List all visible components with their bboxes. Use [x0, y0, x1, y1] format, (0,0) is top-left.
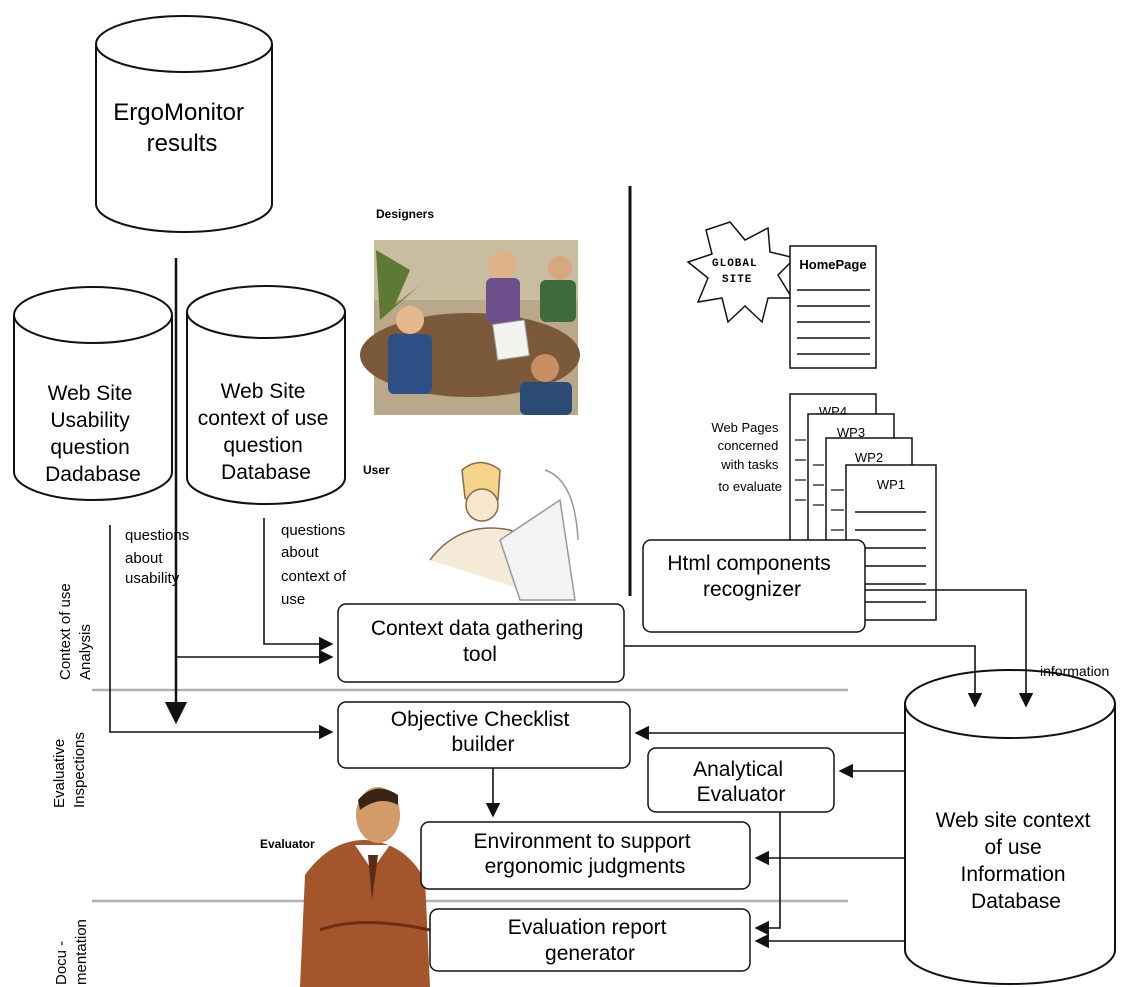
- svg-text:WP3: WP3: [837, 425, 865, 440]
- questions-about-usability-label: questions about usability: [125, 527, 193, 587]
- user-label: User: [363, 463, 390, 477]
- homepage-label: HomePage: [799, 257, 866, 272]
- designers-illustration: [360, 240, 580, 415]
- svg-text:WP2: WP2: [855, 450, 883, 465]
- svg-text:Environment to support e: Environment to support ergonomic judgmen…: [474, 830, 697, 878]
- recognizer-to-infodb-arrow: [865, 589, 1034, 708]
- ergomonitor-label: ErgoMonitor results: [113, 99, 250, 157]
- user-illustration: [429, 461, 579, 601]
- context-question-database: Web Site context of use question Databas…: [186, 285, 346, 505]
- svg-text:Context data gathering t: Context data gathering tool: [371, 617, 589, 666]
- questions-about-context-label: questions about context of use: [281, 522, 350, 608]
- designers-label: Designers: [376, 207, 434, 221]
- usability-question-database: Web Site Usability question Dadabase: [13, 286, 173, 501]
- svg-text:WP1: WP1: [877, 477, 905, 492]
- web-pages-stack: WP4 WP3 WP2 WP1: [789, 393, 937, 621]
- info-database-label: Web site context of use Information Data…: [936, 809, 1097, 913]
- html-components-recognizer-box: Html components recognizer: [642, 539, 866, 633]
- analytical-evaluator-box: Analytical Evaluator: [647, 747, 835, 813]
- usability-to-checklist-arrow: [109, 525, 334, 740]
- usability-database-label: Web Site Usability question Dadabase: [45, 382, 141, 486]
- context-data-gathering-tool-box: Context data gathering tool: [337, 603, 625, 683]
- svg-text:Html components recogniz: Html components recognizer: [667, 552, 836, 601]
- context-db-to-tool-arrow: [263, 518, 334, 652]
- phase-evaluative-inspections-label: Evaluative Inspections: [51, 732, 88, 808]
- tool-to-infodb-arrow: [624, 645, 983, 708]
- homepage-document: HomePage: [789, 245, 877, 369]
- context-database-label: Web Site context of use question Databas…: [198, 380, 335, 484]
- information-label: information: [1040, 663, 1109, 679]
- evaluator-label: Evaluator: [260, 837, 315, 851]
- svg-text:Analytical Evaluator: Analytical Evaluator: [693, 758, 789, 806]
- objective-checklist-builder-box: Objective Checklist builder: [337, 701, 631, 769]
- environment-support-box: Environment to support ergonomic judgmen…: [420, 821, 751, 890]
- svg-text:Objective Checklist buil: Objective Checklist builder: [391, 708, 575, 756]
- evaluator-illustration: [300, 787, 431, 987]
- svg-text:Evaluation report genera: Evaluation report generator: [508, 916, 673, 965]
- evaluation-report-generator-box: Evaluation report generator: [429, 908, 751, 972]
- phase-context-analysis-label: Context of use Analysis: [57, 579, 94, 680]
- global-site-label: GLOBAL SITE: [712, 258, 765, 286]
- connectors: [109, 258, 1034, 949]
- ergomonitor-database: ErgoMonitor results: [95, 15, 273, 233]
- info-database: Web site context of use Information Data…: [904, 669, 1116, 985]
- phase-documentation-label: Docu - mentation: [53, 919, 90, 985]
- global-site-burst: GLOBAL SITE: [686, 221, 797, 324]
- analytical-to-report-arrow: [754, 812, 781, 936]
- web-pages-label: Web Pages concerned with tasks to evalua…: [711, 420, 782, 494]
